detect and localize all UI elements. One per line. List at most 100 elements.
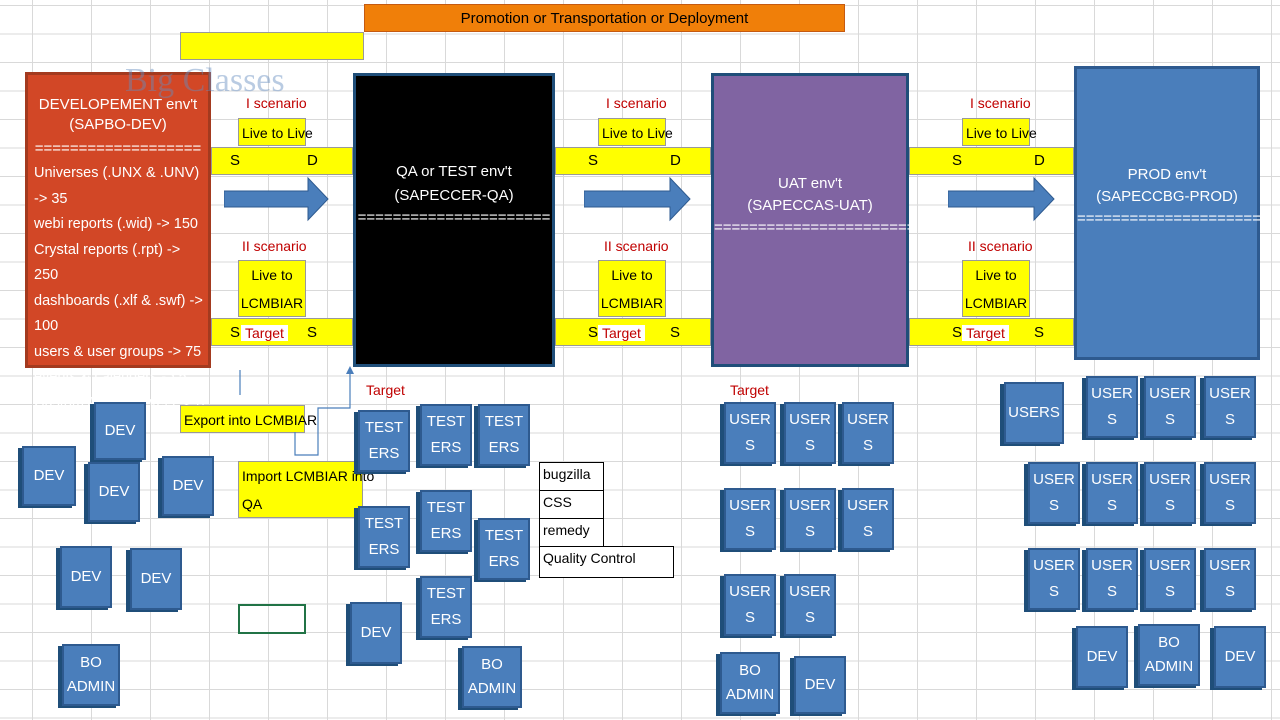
box-label: USER bbox=[789, 411, 831, 428]
box-label: BO bbox=[481, 656, 503, 673]
dev-item: Crystal reports (.rpt) -> 250 bbox=[34, 241, 181, 284]
box-label: USERS bbox=[1008, 404, 1060, 421]
box-label: BO bbox=[739, 662, 761, 679]
box-label: ERS bbox=[430, 525, 462, 542]
box-label: S bbox=[1164, 583, 1175, 600]
box-label: TEST bbox=[364, 515, 404, 532]
box-label: USER bbox=[1091, 385, 1133, 402]
strip-s-3b: S bbox=[952, 324, 963, 341]
box-label: S bbox=[804, 609, 815, 626]
dev-item: Universes (.UNX & .UNV) -> 35 bbox=[34, 165, 200, 207]
box-label: USER bbox=[1149, 385, 1191, 402]
lcmbiar-text: LCMBIAR bbox=[240, 295, 304, 311]
dev-box: DEV bbox=[94, 402, 146, 460]
box-label: ADMIN bbox=[467, 680, 517, 697]
dev-item: webi reports (.wid) -> 150 bbox=[34, 216, 198, 232]
target-label-uat: Target bbox=[730, 382, 769, 398]
bo-admin-box: BO ADMIN bbox=[62, 644, 120, 706]
live-to-live-3: Live to Live bbox=[962, 118, 1037, 146]
live-to-lcmbiar-2: Live to LCMBIAR bbox=[598, 260, 666, 317]
box-label: S bbox=[1106, 497, 1117, 514]
connector-lines bbox=[239, 366, 354, 456]
box-label: USER bbox=[1209, 471, 1251, 488]
scenario-1-label: I scenario bbox=[246, 95, 307, 111]
prod-code: (SAPECCBG-PROD) bbox=[1096, 188, 1238, 205]
prod-title: PROD env't bbox=[1127, 166, 1207, 183]
box-label: BO bbox=[1158, 634, 1180, 651]
box-label: USER bbox=[729, 583, 771, 600]
box-label: S bbox=[1164, 411, 1175, 428]
box-label: USER bbox=[1209, 385, 1251, 402]
box-label: DEV bbox=[104, 422, 136, 439]
strip-s-1b: S bbox=[230, 324, 241, 341]
box-label: TEST bbox=[484, 527, 524, 544]
box-label: ERS bbox=[368, 541, 400, 558]
strip-s-3c: S bbox=[1034, 324, 1045, 341]
tool-css: CSS bbox=[539, 490, 604, 520]
box-label: ERS bbox=[488, 439, 520, 456]
strip-target-label-1: Target bbox=[241, 325, 288, 341]
live-to-text: Live to bbox=[975, 267, 1017, 283]
box-label: DEV bbox=[1224, 648, 1256, 665]
box-label: USER bbox=[729, 411, 771, 428]
box-label: S bbox=[744, 523, 755, 540]
testers-box: TEST ERS bbox=[478, 404, 530, 466]
strip-target-label-3: Target bbox=[962, 325, 1009, 341]
arrow-dev-qa bbox=[224, 176, 329, 222]
box-label: ADMIN bbox=[66, 678, 116, 695]
box-label: DEV bbox=[33, 467, 65, 484]
box-label: USER bbox=[789, 497, 831, 514]
promotion-banner: Promotion or Transportation or Deploymen… bbox=[364, 4, 845, 32]
dev-code: (SAPBO-DEV) bbox=[69, 116, 167, 133]
dev-box: DEV bbox=[60, 546, 112, 608]
box-label: USER bbox=[1091, 557, 1133, 574]
scenario-1-label-2: I scenario bbox=[606, 95, 667, 111]
box-label: S bbox=[862, 437, 873, 454]
qa-separator: ====================== bbox=[357, 209, 551, 226]
box-label: S bbox=[1106, 583, 1117, 600]
prod-separator: ===================== bbox=[1077, 210, 1261, 227]
live-to-text: Live to bbox=[611, 267, 653, 283]
dev-box: DEV bbox=[1076, 626, 1128, 688]
watermark: Big Classes bbox=[125, 62, 285, 99]
bo-admin-box: BO ADMIN bbox=[462, 646, 522, 708]
tool-remedy: remedy bbox=[539, 518, 604, 548]
live-to-live-2: Live to Live bbox=[598, 118, 673, 146]
live-to-lcmbiar-1: Live to LCMBIAR bbox=[238, 260, 306, 317]
box-label: USER bbox=[1149, 471, 1191, 488]
users-box: USERS bbox=[1004, 382, 1064, 444]
strip-d-3: D bbox=[1034, 152, 1045, 169]
box-label: DEV bbox=[804, 676, 836, 693]
strip-s-d-1 bbox=[211, 147, 353, 175]
strip-d-2: D bbox=[670, 152, 681, 169]
prod-environment: PROD env't (SAPECCBG-PROD) =============… bbox=[1074, 66, 1261, 360]
box-label: TEST bbox=[484, 413, 524, 430]
strip-s-d-2 bbox=[555, 147, 711, 175]
tool-bugzilla: bugzilla bbox=[539, 462, 604, 492]
selected-cell[interactable] bbox=[238, 604, 306, 634]
box-label: S bbox=[1224, 411, 1235, 428]
dev-box: DEV bbox=[88, 462, 140, 522]
live-to-text: Live to bbox=[251, 267, 293, 283]
uat-separator: ======================= bbox=[714, 219, 916, 236]
strip-s-2b: S bbox=[588, 324, 599, 341]
strip-s-d-3 bbox=[909, 147, 1074, 175]
box-label: BO bbox=[80, 654, 102, 671]
box-label: DEV bbox=[1086, 648, 1118, 665]
box-label: ADMIN bbox=[725, 686, 775, 703]
users-box: USER S bbox=[1144, 376, 1196, 438]
box-label: S bbox=[804, 437, 815, 454]
dev-box: DEV bbox=[1214, 626, 1266, 688]
box-label: ERS bbox=[368, 445, 400, 462]
uat-environment: UAT env't (SAPECCAS-UAT) ===============… bbox=[711, 73, 916, 367]
